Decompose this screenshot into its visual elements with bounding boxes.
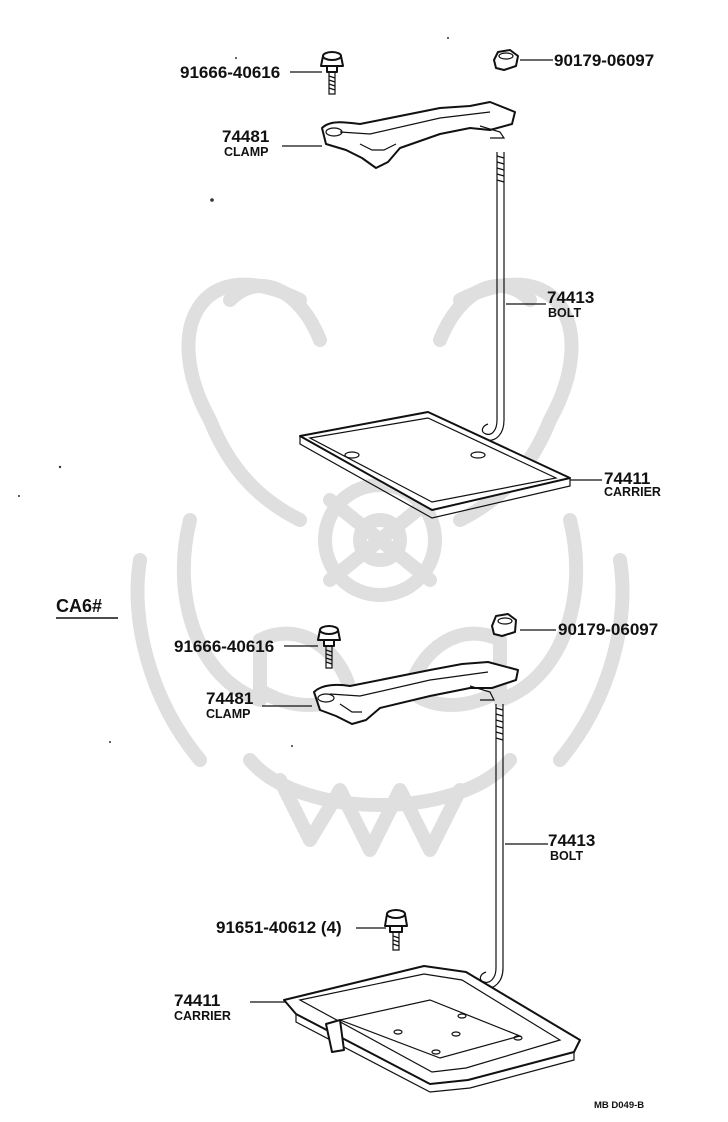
scan-specks [18,37,449,747]
upper-rod-name: BOLT [548,306,581,320]
upper-clamp [321,101,516,169]
lower-carrier-tray [283,965,581,1093]
lower-clamp-name: CLAMP [206,707,250,721]
upper-clamp-number: 74481 [222,127,269,146]
watermark-emblem [130,277,630,857]
upper-carrier-number: 74411 [604,469,650,488]
upper-small-bolt [320,51,344,95]
lower-small-bolt-number: 91666-40616 [174,637,274,656]
lower-hook-rod [479,704,504,989]
lower-clamp [313,661,519,725]
upper-nut-number: 90179-06097 [554,51,654,70]
lower-rod-name: BOLT [550,849,583,863]
upper-small-bolt-number: 91666-40616 [180,63,280,82]
lower-carrier-name: CARRIER [174,1009,231,1023]
lower-nut [491,613,517,637]
section-label: CA6# [56,596,102,616]
lower-carrier-bolt-number: 91651-40612 (4) [216,918,342,937]
upper-clamp-name: CLAMP [224,145,268,159]
upper-nut [493,49,519,71]
lower-clamp-number: 74481 [206,689,253,708]
upper-carrier-tray [299,411,571,519]
upper-carrier-name: CARRIER [604,485,661,499]
lower-rod-number: 74413 [548,831,595,850]
lower-carrier-number: 74411 [174,991,220,1010]
lower-nut-number: 90179-06097 [558,620,658,639]
footer-drawing-code: MB D049-B [594,1100,644,1111]
upper-rod-number: 74413 [547,288,594,307]
lower-small-bolt [317,625,341,669]
lower-carrier-bolt [384,909,408,951]
